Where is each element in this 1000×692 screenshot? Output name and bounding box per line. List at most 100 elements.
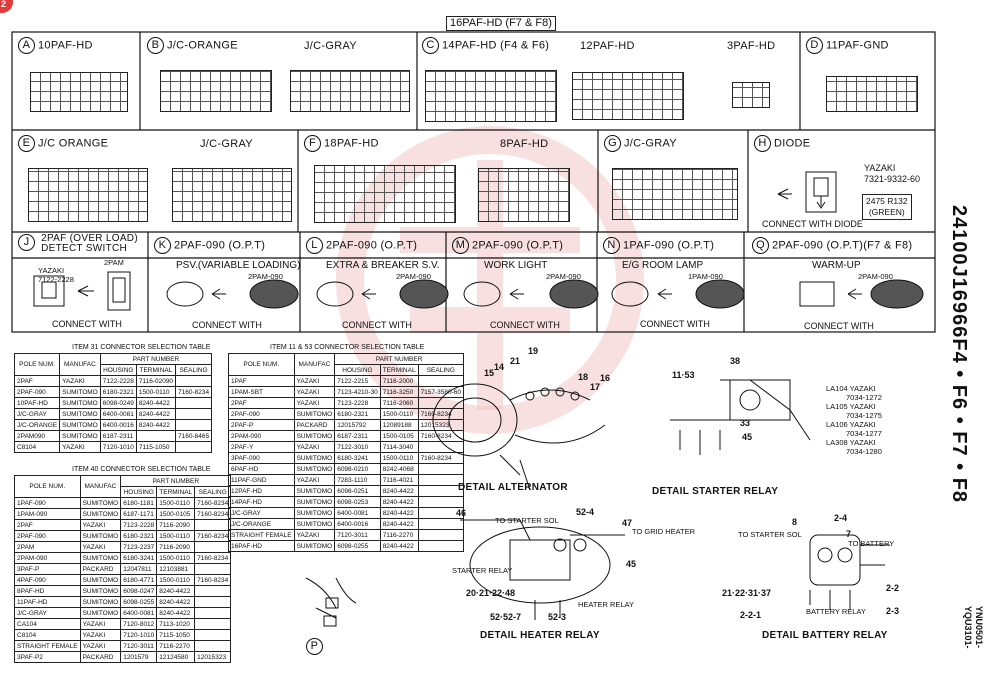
- detail-starter-label: DETAIL STARTER RELAY: [652, 486, 779, 497]
- table-cell: 7160-8234: [194, 508, 232, 520]
- table-cell: 8240-4422: [156, 596, 196, 608]
- table-cell: 2PAF: [13, 375, 61, 387]
- page-corner-badge: 2: [0, 0, 13, 13]
- n-sub: E/G ROOM LAMP: [622, 260, 704, 271]
- connector-c-3: [732, 82, 770, 108]
- table-cell: 2PAF-090: [14, 530, 81, 542]
- connector-c-14: [425, 70, 557, 122]
- table-cell: 8240-4422: [156, 585, 196, 597]
- table-cell: YAZAKI: [293, 397, 336, 409]
- table-cell: 3PAF-P: [14, 563, 81, 575]
- table-cell: 7123-2228: [334, 397, 381, 409]
- table-cell: 6400-0081: [99, 408, 137, 420]
- table3-caption: ITEM 11 & 53 CONNECTOR SELECTION TABLE: [270, 344, 425, 351]
- table-cell: STRAIGHT FEMALE: [228, 529, 295, 541]
- alt-num-17: 17: [590, 382, 601, 392]
- table-cell: 6180-2321: [120, 530, 158, 542]
- connector-c-12: [572, 72, 684, 120]
- table-cell: 12089188: [379, 419, 419, 431]
- k-caption: CONNECT WITH: [192, 320, 262, 330]
- table-header: POLE NUM.: [14, 475, 81, 498]
- table-cell: 6400-0081: [120, 607, 158, 619]
- table-cell: 7160-8234: [194, 574, 232, 586]
- la-4: 7034-1275: [846, 411, 882, 420]
- table-cell: 11PAF-HD: [14, 596, 81, 608]
- table-cell: 7113-1020: [156, 618, 196, 630]
- table-cell: [194, 629, 232, 641]
- alt-num-14: 14: [494, 362, 505, 372]
- table-cell: SUMITOMO: [59, 430, 101, 442]
- table-cell: 2PAF-090: [228, 408, 295, 420]
- table-cell: 1500-0110: [156, 497, 196, 509]
- battery-num-2-4: 2-4: [834, 513, 848, 523]
- table-cell: 7116-2270: [156, 640, 196, 652]
- table-cell: 6180-4771: [120, 574, 158, 586]
- table-cell: 1500-0110: [156, 574, 196, 586]
- table-cell: 7116-3250: [379, 386, 419, 398]
- table-cell: 2PAM-090: [14, 552, 81, 564]
- battery-to-starter: TO STARTER SOL: [738, 530, 802, 539]
- n-right: 1PAM-090: [688, 272, 723, 281]
- table-cell: YAZAKI: [293, 529, 336, 541]
- table-cell: 8PAF-HD: [14, 585, 81, 597]
- table-cell: STRAIGHT FEMALE: [14, 640, 81, 652]
- table-cell: 7120-3011: [334, 529, 381, 541]
- table-cell: J/C-GRAY: [14, 607, 81, 619]
- alt-num-18: 18: [578, 372, 589, 382]
- starter-num-11-53: 11·53: [672, 370, 695, 380]
- table-cell: 7115-1050: [156, 629, 196, 641]
- table-cell: YAZAKI: [293, 386, 336, 398]
- table-cell: C8104: [13, 441, 61, 453]
- table-cell: 6098-0247: [120, 585, 158, 597]
- table-cell: 7160-8234: [194, 552, 232, 564]
- table-cell: 6180-2321: [99, 386, 137, 398]
- table-cell: 12103881: [156, 563, 196, 575]
- table-cell: 7116-2090: [156, 519, 196, 531]
- table-cell: 7123-2237: [120, 541, 158, 553]
- connector-g: [612, 168, 738, 220]
- table-cell: 8240-4422: [379, 507, 419, 519]
- table-cell: [175, 441, 213, 453]
- table-cell: 6400-0016: [99, 419, 137, 431]
- starter-num-33: 33: [740, 418, 751, 428]
- table-cell: 1PAM-090: [14, 508, 81, 520]
- battery-num-2-2-1: 2-2-1: [740, 610, 762, 620]
- table-cell: 2PAF-090: [13, 386, 61, 398]
- table-cell: YAZAKI: [59, 375, 101, 387]
- cell-f-title2: 8PAF-HD: [500, 138, 549, 150]
- q-caption: CONNECT WITH: [804, 321, 874, 331]
- watermark-logo: [336, 126, 644, 434]
- table-header: SEALING: [175, 364, 213, 376]
- table-cell: PACKARD: [293, 419, 336, 431]
- table-cell: 1PAM-SBT: [228, 386, 295, 398]
- table-cell: 4PAF-090: [14, 574, 81, 586]
- table-cell: 12047811: [120, 563, 158, 575]
- battery-num-7: 7: [846, 529, 852, 539]
- q-sub: WARM-UP: [812, 260, 861, 271]
- table-cell: 2PAM-090: [228, 430, 295, 442]
- table-cell: 12PAF-HD: [228, 485, 295, 497]
- table-header: POLE NUM.: [228, 353, 295, 376]
- table-header-group: PART NUMBER: [99, 353, 213, 365]
- table-header: HOUSING: [120, 486, 158, 498]
- j-part: 7122-2228: [38, 275, 74, 284]
- table-cell: 6098-0210: [334, 463, 381, 475]
- table-cell: 2PAF: [14, 519, 81, 531]
- j-caption: CONNECT WITH: [52, 319, 122, 329]
- table-cell: J/C-ORANGE: [13, 419, 61, 431]
- alt-num-19: 19: [528, 346, 539, 356]
- table-cell: SUMITOMO: [293, 518, 336, 530]
